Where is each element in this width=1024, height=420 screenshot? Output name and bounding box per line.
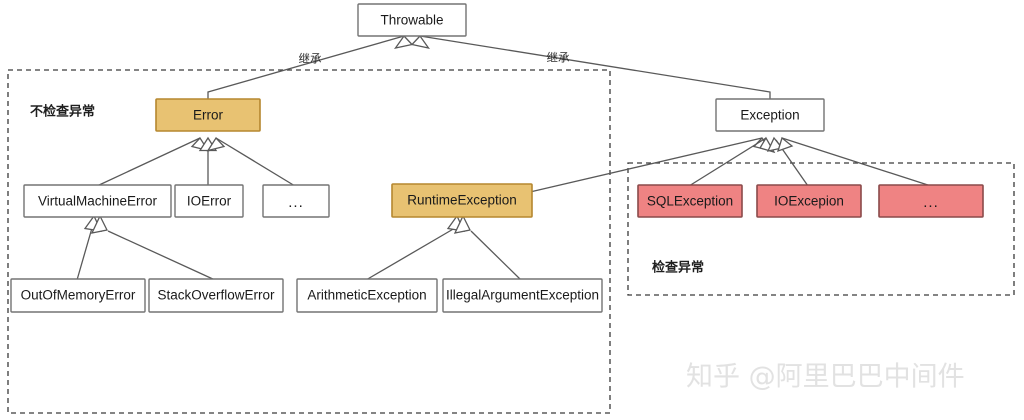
- node-runtimeexception[interactable]: RuntimeException: [391, 183, 533, 218]
- arrowhead-errormore-to-error: [206, 136, 226, 152]
- node-exception-box: [715, 98, 825, 132]
- node-outofmemoryerror[interactable]: OutOfMemoryError: [10, 278, 146, 313]
- node-ioexception[interactable]: IOExcepion: [756, 184, 862, 218]
- node-error-label: Error: [193, 108, 224, 123]
- node-throwable-box: [357, 3, 467, 37]
- group-label-checked: 检查异常: [652, 260, 704, 276]
- node-error-more-label: ...: [288, 194, 304, 211]
- node-sqlexception-label: SQLException: [647, 194, 733, 209]
- node-stackoverflowerror[interactable]: StackOverflowError: [148, 278, 284, 313]
- arrowhead-exception-to-throwable: [410, 34, 430, 49]
- node-error-box: [155, 98, 261, 132]
- edge-illegalargument-to-runtimeexception: [470, 230, 522, 281]
- node-virtualmachineerror[interactable]: VirtualMachineError: [23, 184, 172, 218]
- edge-label-exception-inherits: 继承: [547, 51, 570, 65]
- edge-runtimeexception-to-exception: [529, 137, 763, 193]
- arrowhead-checkedmore-to-exception: [776, 136, 794, 153]
- node-stackoverflowerror-label: StackOverflowError: [157, 288, 275, 303]
- node-illegalargumentexception-box: [442, 278, 603, 313]
- node-error[interactable]: Error: [155, 98, 261, 132]
- edge-sof-to-vmerror: [107, 230, 216, 281]
- arrowhead-error-to-throwable: [394, 34, 414, 49]
- node-stackoverflowerror-box: [148, 278, 284, 313]
- node-throwable-label: Throwable: [380, 13, 443, 28]
- node-exception[interactable]: Exception: [715, 98, 825, 132]
- node-virtualmachineerror-label: VirtualMachineError: [38, 194, 158, 209]
- node-outofmemoryerror-box: [10, 278, 146, 313]
- edge-label-error-inherits: 继承: [299, 52, 322, 66]
- node-arithmeticexception-label: ArithmeticException: [307, 288, 426, 303]
- node-outofmemoryerror-label: OutOfMemoryError: [21, 288, 136, 303]
- node-runtimeexception-box: [391, 183, 533, 218]
- node-illegalargumentexception[interactable]: IllegalArgumentException: [442, 278, 603, 313]
- watermark: 知乎 @阿里巴巴中间件: [686, 362, 965, 393]
- node-throwable[interactable]: Throwable: [357, 3, 467, 37]
- node-ioerror[interactable]: IOError: [174, 184, 244, 218]
- node-checked-more-label: ...: [923, 194, 939, 211]
- edge-checkedmore-to-exception: [781, 137, 932, 187]
- node-error-more-box: [262, 184, 330, 218]
- node-ioerror-box: [174, 184, 244, 218]
- node-checked-more[interactable]: ...: [878, 184, 984, 218]
- node-exception-label: Exception: [740, 108, 799, 123]
- node-checked-more-box: [878, 184, 984, 218]
- group-frame-unchecked: [7, 69, 611, 414]
- edge-error-to-throwable: [207, 35, 405, 100]
- edge-arithmetic-to-runtimeexception: [365, 227, 456, 281]
- node-ioexception-box: [756, 184, 862, 218]
- arrowhead-sof-to-vmerror: [90, 214, 108, 234]
- node-ioexception-label: IOExcepion: [774, 194, 844, 209]
- edge-oom-to-vmerror: [76, 227, 93, 281]
- node-arithmeticexception[interactable]: ArithmeticException: [296, 278, 438, 313]
- node-sqlexception[interactable]: SQLException: [637, 184, 743, 218]
- node-illegalargumentexception-label: IllegalArgumentException: [446, 288, 599, 303]
- edge-errormore-to-error: [215, 137, 296, 187]
- node-sqlexception-box: [637, 184, 743, 218]
- node-runtimeexception-label: RuntimeException: [407, 193, 517, 208]
- edge-vmerror-to-error: [96, 137, 201, 187]
- node-arithmeticexception-box: [296, 278, 438, 313]
- node-error-more[interactable]: ...: [262, 184, 330, 218]
- arrowhead-illegalargument-to-runtimeexception: [453, 214, 471, 234]
- edge-exception-to-throwable: [419, 35, 771, 101]
- node-virtualmachineerror-box: [23, 184, 172, 218]
- node-ioerror-label: IOError: [187, 194, 232, 209]
- edge-sqlexception-to-exception: [688, 137, 767, 187]
- group-frame-checked: [627, 162, 1015, 296]
- group-label-unchecked: 不检查异常: [30, 104, 95, 120]
